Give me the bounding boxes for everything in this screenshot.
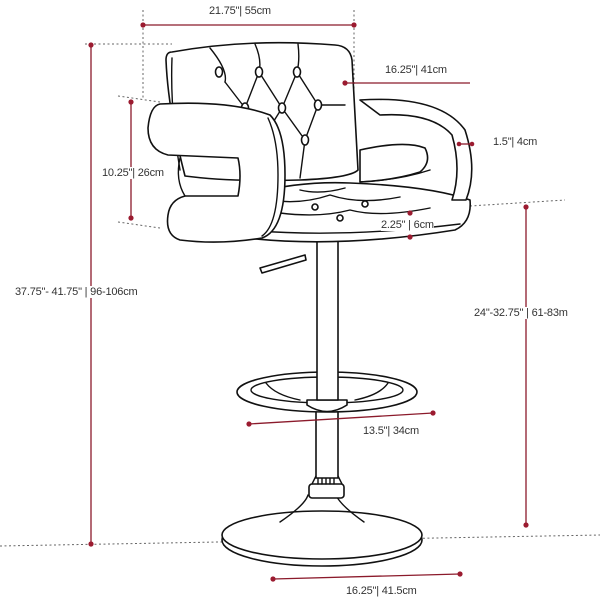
seat-width-label: 16.25"| 41cm xyxy=(385,64,447,76)
overall-width-label: 21.75"| 55cm xyxy=(209,5,271,17)
overall-height-label: 37.75"- 41.75" | 96-106cm xyxy=(15,286,138,298)
armrest-thickness-label: 1.5"| 4cm xyxy=(493,136,538,148)
stool-illustration xyxy=(147,41,473,567)
seat-height-label: 24"-32.75" | 61-83m xyxy=(474,307,568,319)
base-diameter-label: 16.25"| 41.5cm xyxy=(346,585,417,597)
seat-thickness-label: 2.25" | 6cm xyxy=(381,219,434,231)
arm-height-label: 10.25"| 26cm xyxy=(102,167,164,179)
footrest-diameter-label: 13.5"| 34cm xyxy=(363,425,419,437)
